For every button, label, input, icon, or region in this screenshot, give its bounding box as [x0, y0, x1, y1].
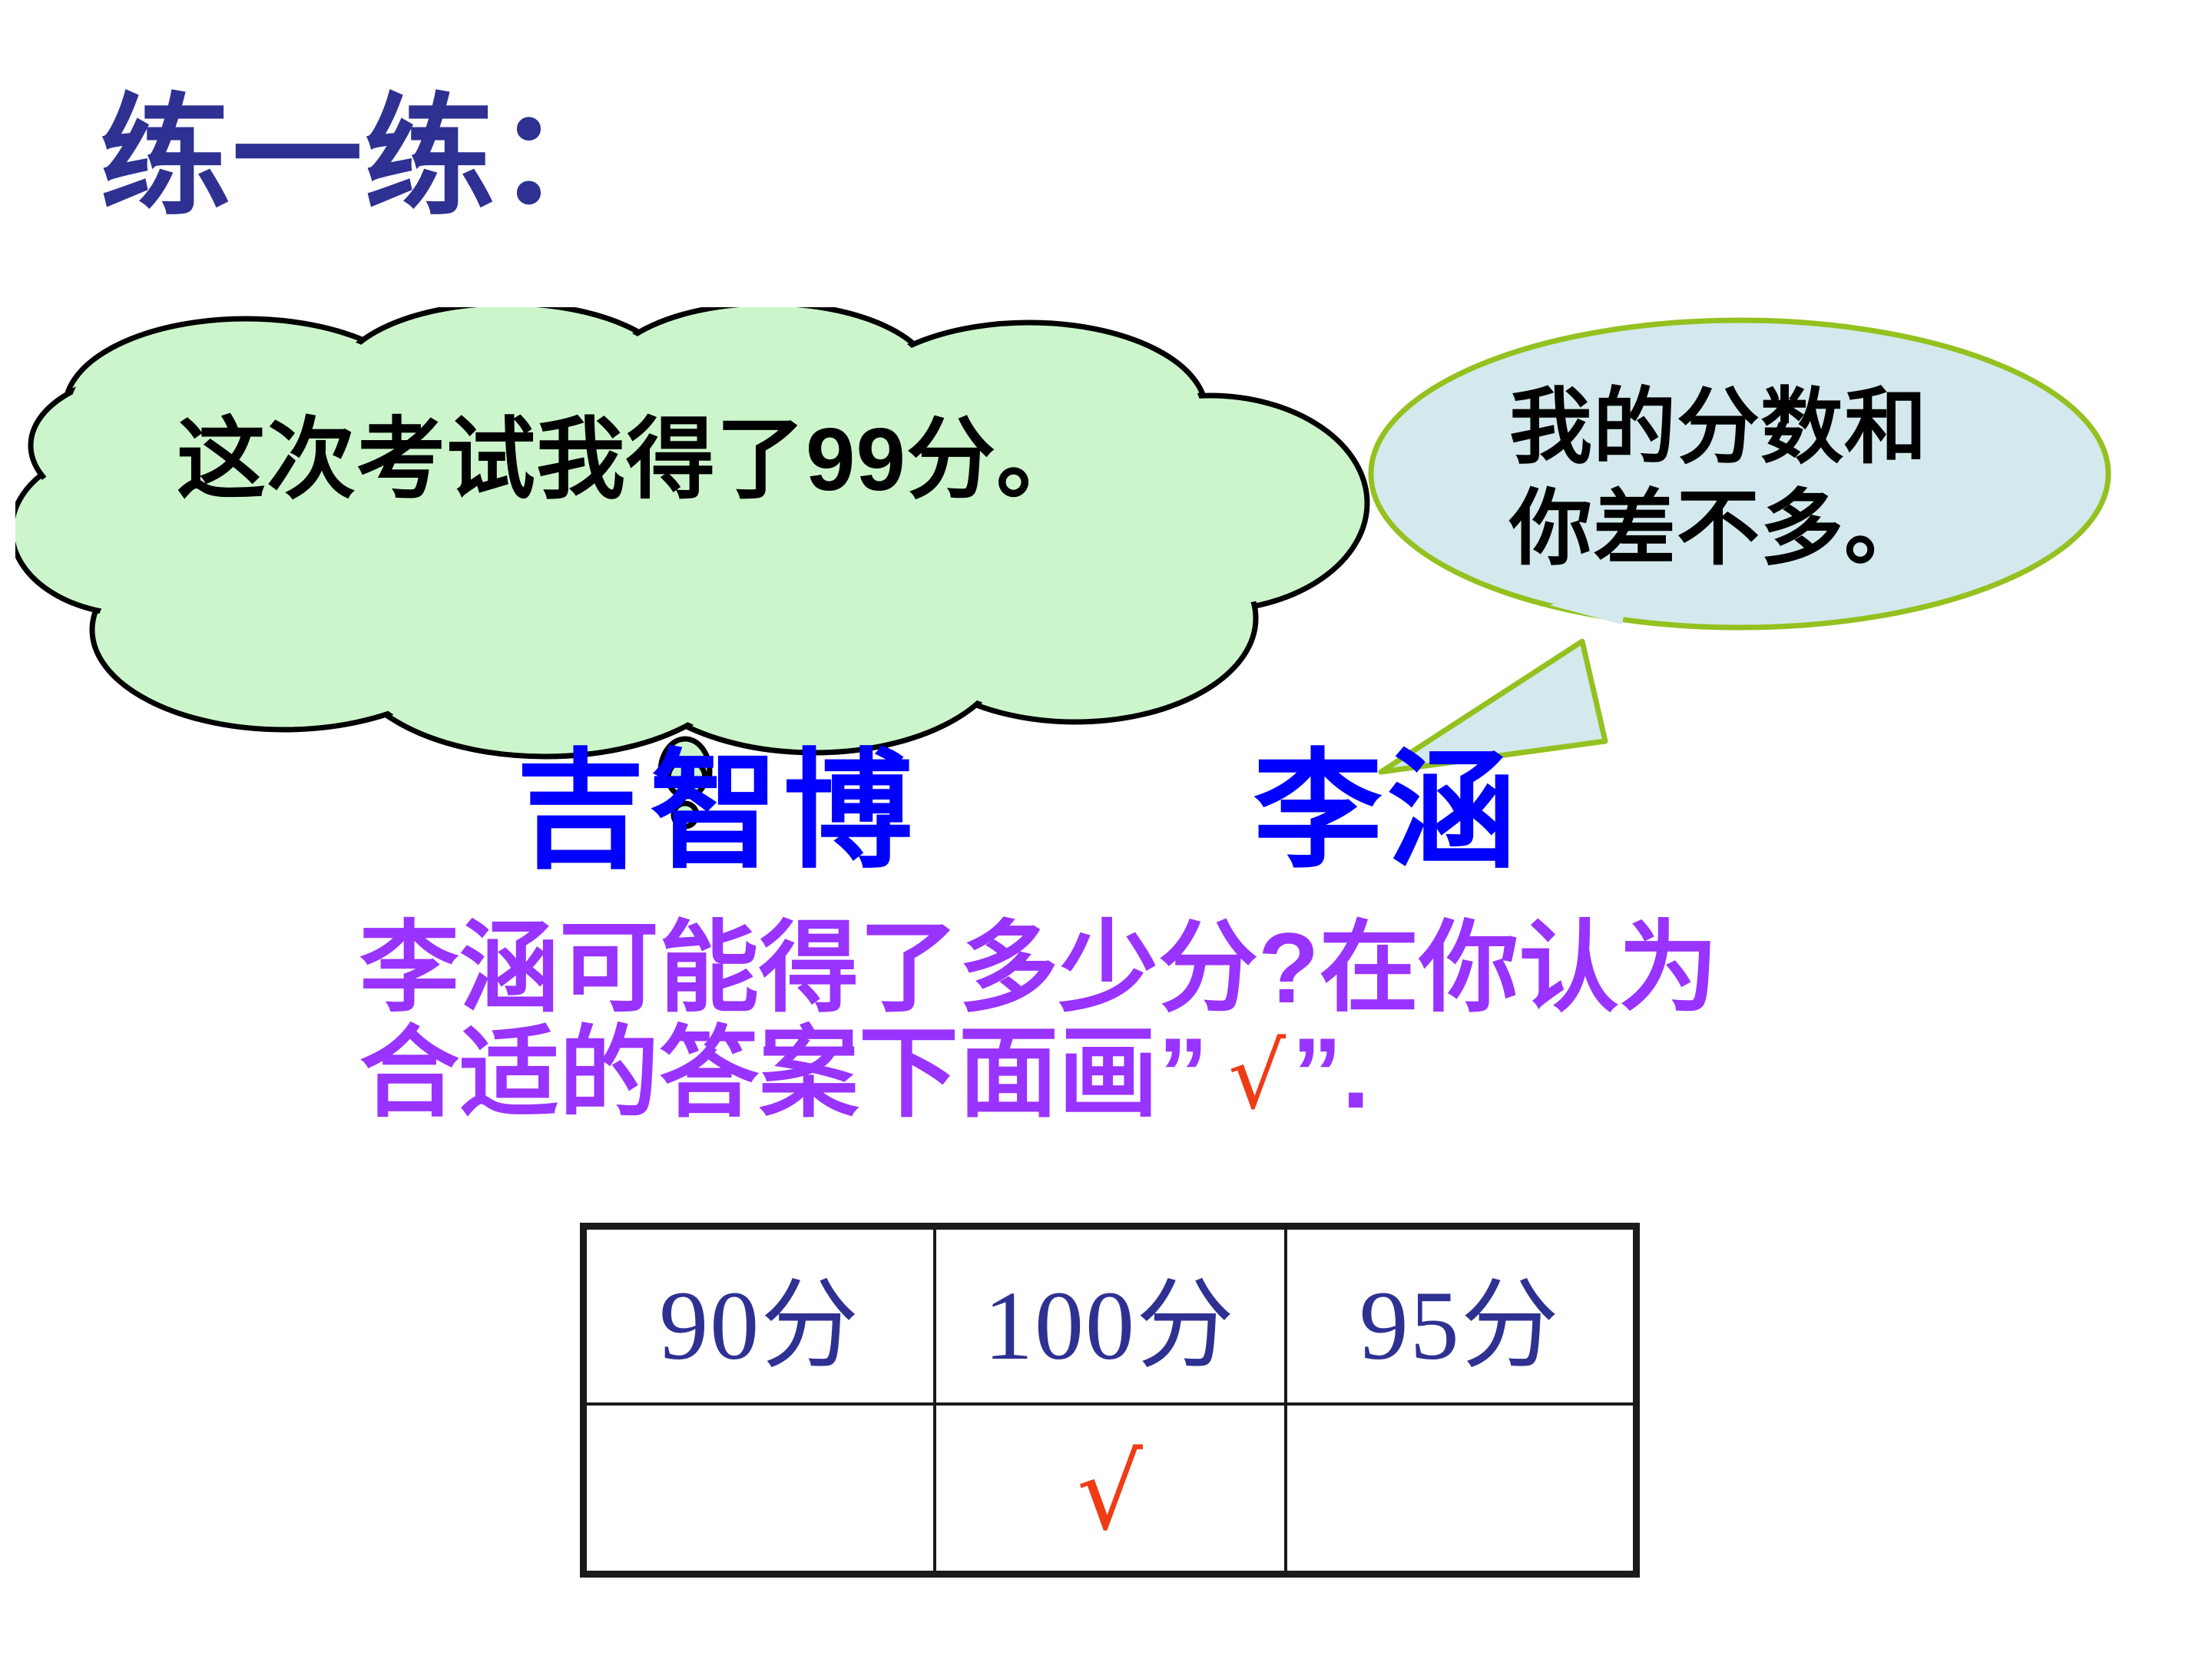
- answer-table-header-row: 90分 100分 95分: [581, 1224, 1638, 1406]
- speech-bubble-line-2: 你差不多。: [1509, 481, 1929, 575]
- answer-option-cell-3[interactable]: 95分: [1283, 1224, 1638, 1406]
- question-line-2: 合适的答案下面画”√”.: [359, 1020, 1972, 1129]
- answer-mark-cell-2[interactable]: √: [932, 1402, 1287, 1576]
- answer-table: 90分 100分 95分 √: [580, 1223, 1640, 1578]
- question-line-1: 李涵可能得了多少分?在你认为: [359, 912, 1719, 1024]
- page-title: 练一练：: [100, 84, 629, 230]
- speech-bubble: [1352, 311, 2128, 780]
- student-name-left: 吉智博: [516, 739, 917, 883]
- checkmark-icon: √: [1228, 1022, 1286, 1129]
- question-line-2-after-tick: ”.: [1292, 1016, 1370, 1129]
- question-line-2-before-tick: 合适的答案下面画”: [359, 1016, 1209, 1129]
- thought-bubble-text: 这次考试我得了99分。: [177, 409, 1087, 509]
- speech-bubble-text: 我的分数和 你差不多。: [1509, 376, 2062, 579]
- answer-mark-cell-3[interactable]: [1283, 1402, 1638, 1576]
- answer-option-label-3: 95分: [1359, 1271, 1561, 1380]
- speech-bubble-line-1: 我的分数和: [1509, 380, 1929, 473]
- oval-speech-balloon-shape: [1368, 317, 2111, 775]
- answer-option-cell-2[interactable]: 100分: [932, 1224, 1287, 1406]
- student-name-right: 李涵: [1253, 739, 1521, 883]
- answer-mark-cell-1[interactable]: [581, 1402, 936, 1576]
- thought-tail-bubble-group: [665, 757, 708, 830]
- thought-cloud-bubble: [15, 307, 1390, 783]
- answer-option-label-2: 100分: [984, 1271, 1236, 1380]
- answer-table-mark-row: √: [581, 1402, 1638, 1576]
- checkmark-icon-selected: √: [1076, 1432, 1144, 1553]
- question-prompt: 李涵可能得了多少分?在你认为 合适的答案下面画”√”.: [359, 916, 1972, 1125]
- answer-option-label-1: 90分: [659, 1271, 861, 1380]
- thought-cloud-shape: [15, 307, 1370, 783]
- answer-option-cell-1[interactable]: 90分: [581, 1224, 936, 1406]
